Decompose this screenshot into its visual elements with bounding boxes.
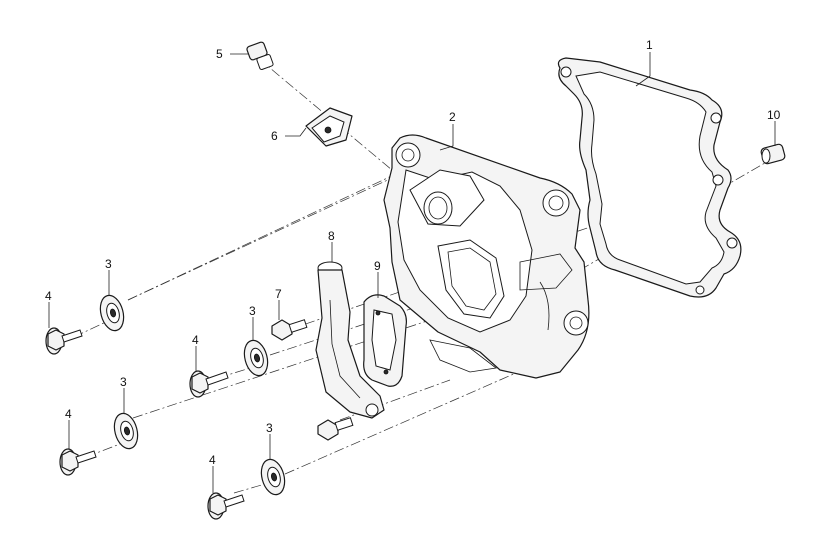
bolt-7-lower	[317, 417, 354, 441]
callout-4b: 4	[192, 333, 199, 347]
bolt-4b	[189, 370, 229, 398]
callout-4c: 4	[65, 407, 72, 421]
cap-10	[760, 143, 786, 165]
pipe-8	[315, 261, 385, 419]
bolt-4d	[207, 492, 245, 520]
bolt-7	[271, 319, 308, 341]
bolt-5	[246, 41, 274, 70]
leader-lines	[48, 52, 776, 493]
callout-1: 1	[646, 38, 653, 52]
callout-3c: 3	[120, 375, 127, 389]
washer-3b	[243, 339, 269, 377]
washer-3c	[113, 412, 139, 450]
callout-9: 9	[374, 259, 381, 273]
washer-3a	[99, 294, 125, 332]
bolt-4c	[59, 448, 97, 476]
callout-3d: 3	[266, 421, 273, 435]
callout-2: 2	[449, 110, 456, 124]
callout-labels: 1 2 3 3 3 3 4 4 4 4 5 6 7 8 9 10	[45, 38, 781, 467]
washer-3d	[260, 458, 286, 496]
bracket-6	[305, 107, 353, 147]
callout-4d: 4	[209, 453, 216, 467]
callout-6: 6	[271, 129, 278, 143]
callout-3a: 3	[105, 257, 112, 271]
pipe-gasket-9	[363, 294, 407, 387]
bolt-4a	[45, 327, 83, 355]
callout-4a: 4	[45, 289, 52, 303]
callout-7: 7	[275, 287, 282, 301]
callout-3b: 3	[249, 304, 256, 318]
callout-8: 8	[328, 229, 335, 243]
callout-10: 10	[767, 108, 781, 122]
callout-5: 5	[216, 47, 223, 61]
valve-cover	[383, 134, 590, 379]
valve-cover-gasket	[557, 57, 742, 298]
